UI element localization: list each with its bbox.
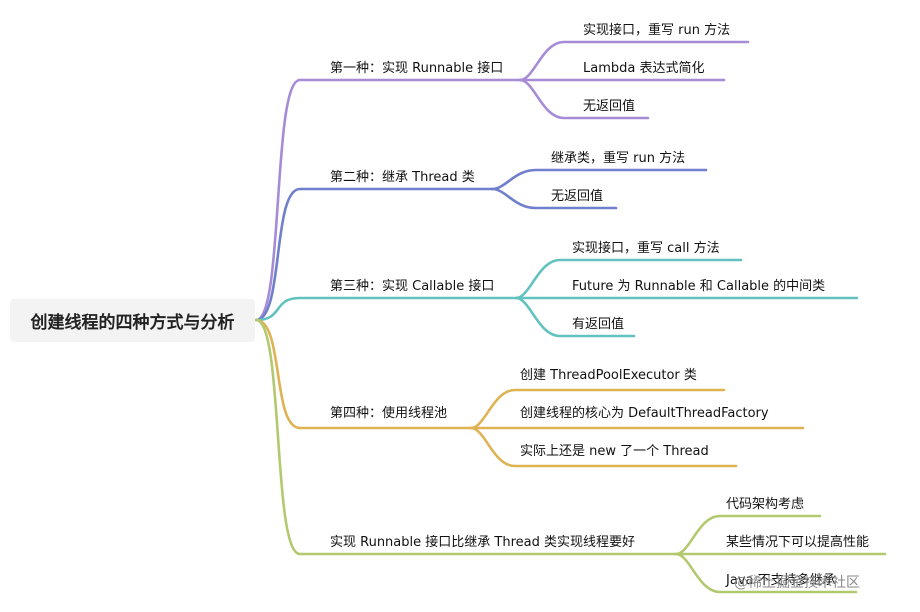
root-node[interactable]: 创建线程的四种方式与分析: [10, 299, 255, 342]
connector-root-branch-5: [254, 318, 678, 556]
branch-3-label[interactable]: 第三种：实现 Callable 接口: [330, 279, 495, 294]
branch-5-child-1[interactable]: 代码架构考虑: [726, 497, 805, 512]
branch-2-label[interactable]: 第二种：继承 Thread 类: [330, 170, 475, 185]
connector-root-branch-2: [254, 187, 494, 322]
connector-branch-3-child-3: [514, 296, 636, 338]
branch-3-child-3[interactable]: 有返回值: [572, 317, 625, 332]
connector-branch-2-child-1: [490, 168, 708, 191]
branch-1-child-1[interactable]: 实现接口，重写 run 方法: [583, 23, 731, 38]
branch-2-child-1[interactable]: 继承类，重写 run 方法: [551, 151, 686, 166]
connector-branch-1-child-3: [518, 78, 650, 120]
connector-branch-5-child-1: [674, 514, 822, 556]
branch-4-child-1[interactable]: 创建 ThreadPoolExecutor 类: [520, 368, 697, 383]
branch-1-child-2[interactable]: Lambda 表达式简化: [583, 61, 705, 76]
connector-branch-2-child-2: [490, 187, 618, 210]
connector-branch-1-child-1: [518, 40, 750, 82]
branch-3-child-1[interactable]: 实现接口，重写 call 方法: [572, 241, 720, 256]
branch-4-label[interactable]: 第四种：使用线程池: [330, 406, 448, 421]
connector-root-branch-4: [254, 318, 473, 430]
connector-branch-4-child-3: [469, 426, 738, 468]
connector-root-branch-3: [254, 296, 518, 322]
branch-2-child-2[interactable]: 无返回值: [551, 189, 604, 204]
connector-branch-3-child-1: [514, 258, 743, 300]
connector-branch-5-child-3: [674, 552, 858, 594]
branch-4-child-2[interactable]: 创建线程的核心为 DefaultThreadFactory: [520, 406, 769, 421]
branch-1-child-3[interactable]: 无返回值: [583, 99, 636, 114]
root-title: 创建线程的四种方式与分析: [30, 313, 235, 333]
branch-3-child-2[interactable]: Future 为 Runnable 和 Callable 的中间类: [572, 279, 826, 294]
branch-5-child-3[interactable]: Java 不支持多继承: [726, 573, 836, 588]
branch-4-child-3[interactable]: 实际上还是 new 了一个 Thread: [520, 444, 709, 459]
connector-branch-4-child-1: [469, 388, 726, 430]
watermark: @稀土掘金技术社区: [734, 575, 860, 591]
connector-root-branch-1: [254, 78, 522, 322]
branch-5-child-2[interactable]: 某些情况下可以提高性能: [726, 535, 870, 550]
branch-1-label[interactable]: 第一种：实现 Runnable 接口: [330, 61, 504, 76]
branch-5-label[interactable]: 实现 Runnable 接口比继承 Thread 类实现线程要好: [330, 535, 635, 550]
